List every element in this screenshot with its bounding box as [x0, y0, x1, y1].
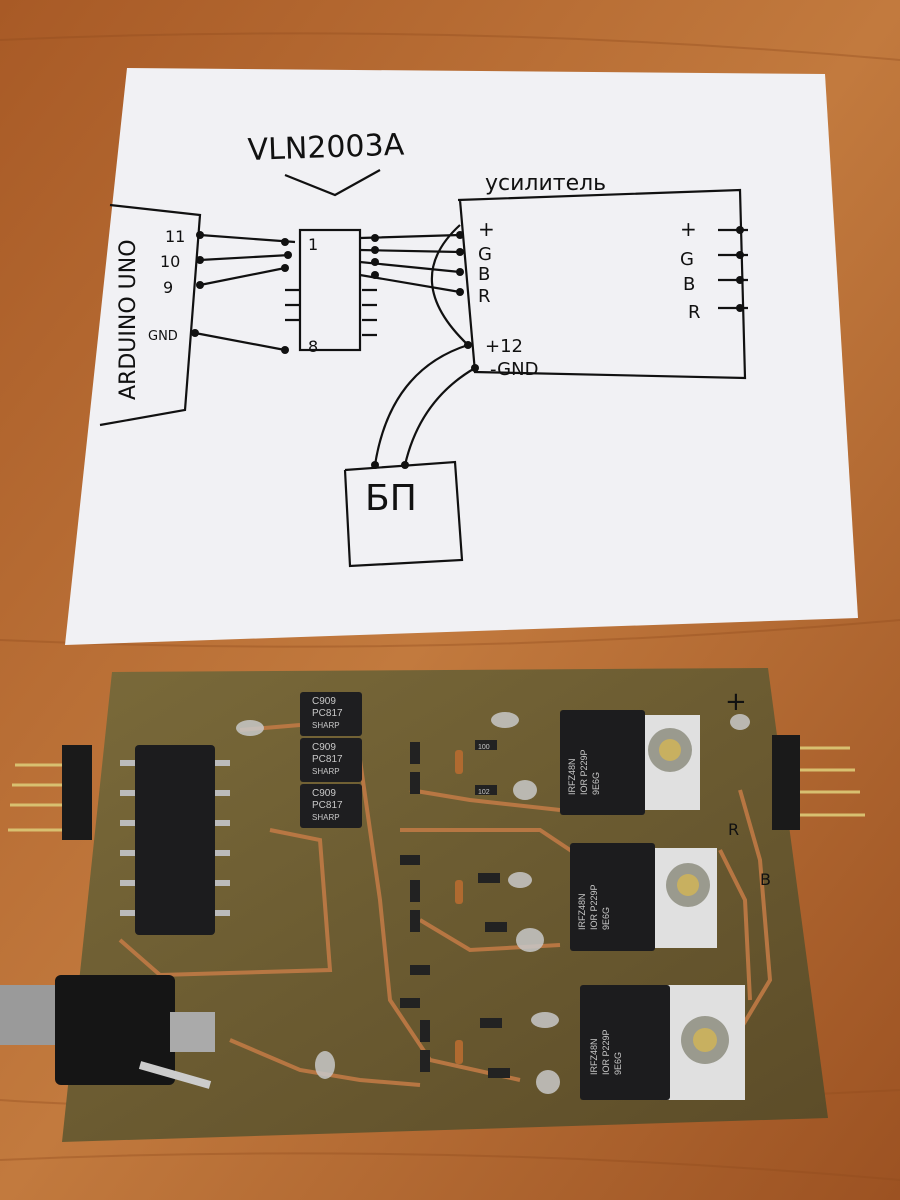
optocoupler-1: C909 PC817 SHARP: [300, 692, 362, 736]
amp-out-g: G: [680, 249, 694, 270]
svg-text:102: 102: [478, 789, 490, 796]
amp-out-b: B: [683, 274, 695, 295]
smd-components: 100 102: [400, 740, 510, 1078]
amp-power-gnd: -GND: [490, 359, 538, 380]
svg-text:PC817: PC817: [312, 708, 343, 719]
svg-text:C909: C909: [312, 788, 336, 799]
amp-out-r: R: [688, 302, 701, 323]
paper-schematic: VLN2003A ARDUINO UNO 11 10 9 GND 1 8 уси…: [65, 68, 858, 645]
svg-text:9E6G: 9E6G: [591, 772, 601, 795]
silk-r: R: [728, 820, 739, 839]
amp-label: усилитель: [485, 171, 606, 196]
svg-text:9E6G: 9E6G: [601, 907, 611, 930]
mosfet-2: IRFZ48N IOR P229P 9E6G: [570, 843, 717, 951]
svg-text:IOR P229P: IOR P229P: [589, 884, 599, 930]
svg-text:SHARP: SHARP: [312, 813, 340, 822]
optocoupler-3: C909 PC817 SHARP: [300, 784, 362, 828]
amp-in-r: R: [478, 286, 491, 307]
amp-in-g: G: [478, 244, 492, 265]
optocoupler-2: C909 PC817 SHARP: [300, 738, 362, 782]
svg-text:SHARP: SHARP: [312, 767, 340, 776]
arduino-pin-10: 10: [160, 252, 180, 271]
arduino-pin-9: 9: [163, 278, 173, 297]
svg-text:IRFZ48N: IRFZ48N: [567, 758, 577, 795]
psu-label: БП: [365, 478, 417, 519]
svg-text:IRFZ48N: IRFZ48N: [577, 893, 587, 930]
svg-text:9E6G: 9E6G: [613, 1052, 623, 1075]
uln2003-chip: [120, 745, 230, 935]
left-pin-header: [8, 745, 92, 840]
amp-out-plus: +: [680, 217, 697, 241]
silk-plus: +: [725, 687, 747, 717]
dc-power-jack: [0, 975, 215, 1089]
svg-text:100: 100: [478, 744, 490, 751]
svg-text:C909: C909: [312, 742, 336, 753]
amp-power-12v: +12: [485, 336, 523, 357]
amp-in-plus: +: [478, 217, 495, 241]
chip-label: VLN2003A: [247, 128, 405, 168]
svg-text:PC817: PC817: [312, 754, 343, 765]
right-pin-header: [772, 735, 865, 830]
svg-text:PC817: PC817: [312, 800, 343, 811]
amp-in-b: B: [478, 264, 490, 285]
svg-text:IRFZ48N: IRFZ48N: [589, 1038, 599, 1075]
solder-joints: [236, 712, 750, 1094]
silk-b: B: [760, 870, 771, 889]
arduino-pin-gnd: GND: [148, 329, 178, 344]
svg-text:SHARP: SHARP: [312, 721, 340, 730]
chip-pin-8: 8: [308, 337, 318, 356]
pcb-board: C909 PC817 SHARP C909 PC817 SHARP C909 P…: [0, 668, 865, 1142]
mosfet-1: IRFZ48N IOR P229P 9E6G: [560, 710, 700, 815]
svg-text:IOR P229P: IOR P229P: [601, 1029, 611, 1075]
svg-text:IOR P229P: IOR P229P: [579, 749, 589, 795]
chip-pin-1: 1: [308, 235, 318, 254]
mosfet-3: IRFZ48N IOR P229P 9E6G: [580, 985, 745, 1100]
svg-text:C909: C909: [312, 696, 336, 707]
arduino-label: ARDUINO UNO: [116, 239, 141, 400]
arduino-pin-11: 11: [165, 227, 185, 246]
